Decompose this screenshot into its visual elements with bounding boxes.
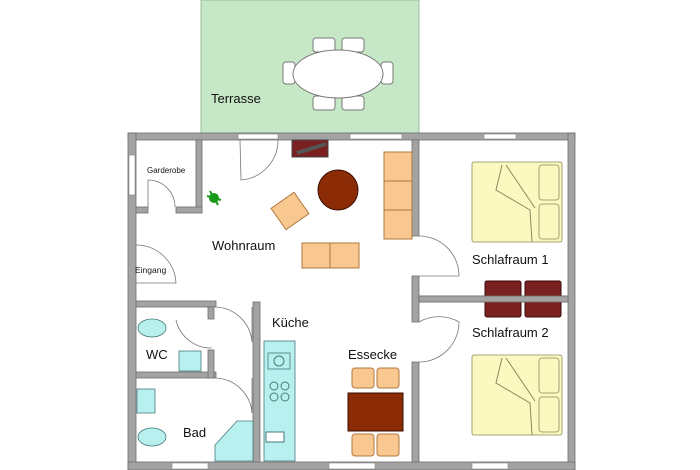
dining-set <box>347 367 404 457</box>
room-label-bedroom-2: Schlafraum 2 <box>472 325 549 340</box>
room-label-entrance: Eingang <box>135 265 166 275</box>
room-label-bath: Bad <box>183 425 206 440</box>
sofa-vertical <box>383 151 413 240</box>
bath-sink <box>136 388 156 414</box>
room-label-bedroom-1: Schlafraum 1 <box>472 252 549 267</box>
room-label-wardrobe: Garderobe <box>147 166 186 175</box>
bed-1 <box>471 161 563 243</box>
armchair <box>270 191 310 231</box>
bed-2 <box>471 354 563 436</box>
bath-toilet <box>137 427 167 447</box>
tv-cabinet <box>291 139 329 158</box>
kitchen-counter <box>263 340 296 462</box>
room-label-dining: Essecke <box>348 347 397 362</box>
wc-toilet <box>137 318 167 338</box>
plant-icon <box>206 190 222 206</box>
wc-sink <box>178 350 202 372</box>
room-label-kitchen: Küche <box>272 315 309 330</box>
wardrobes <box>418 280 569 318</box>
room-label-terrace: Terrasse <box>211 91 261 106</box>
room-label-living: Wohnraum <box>212 238 275 253</box>
shower <box>214 420 254 462</box>
room-label-wc: WC <box>146 347 168 362</box>
windows <box>128 133 517 470</box>
round-table <box>317 169 359 211</box>
terrace-table-set <box>282 37 394 111</box>
doors <box>135 139 460 414</box>
